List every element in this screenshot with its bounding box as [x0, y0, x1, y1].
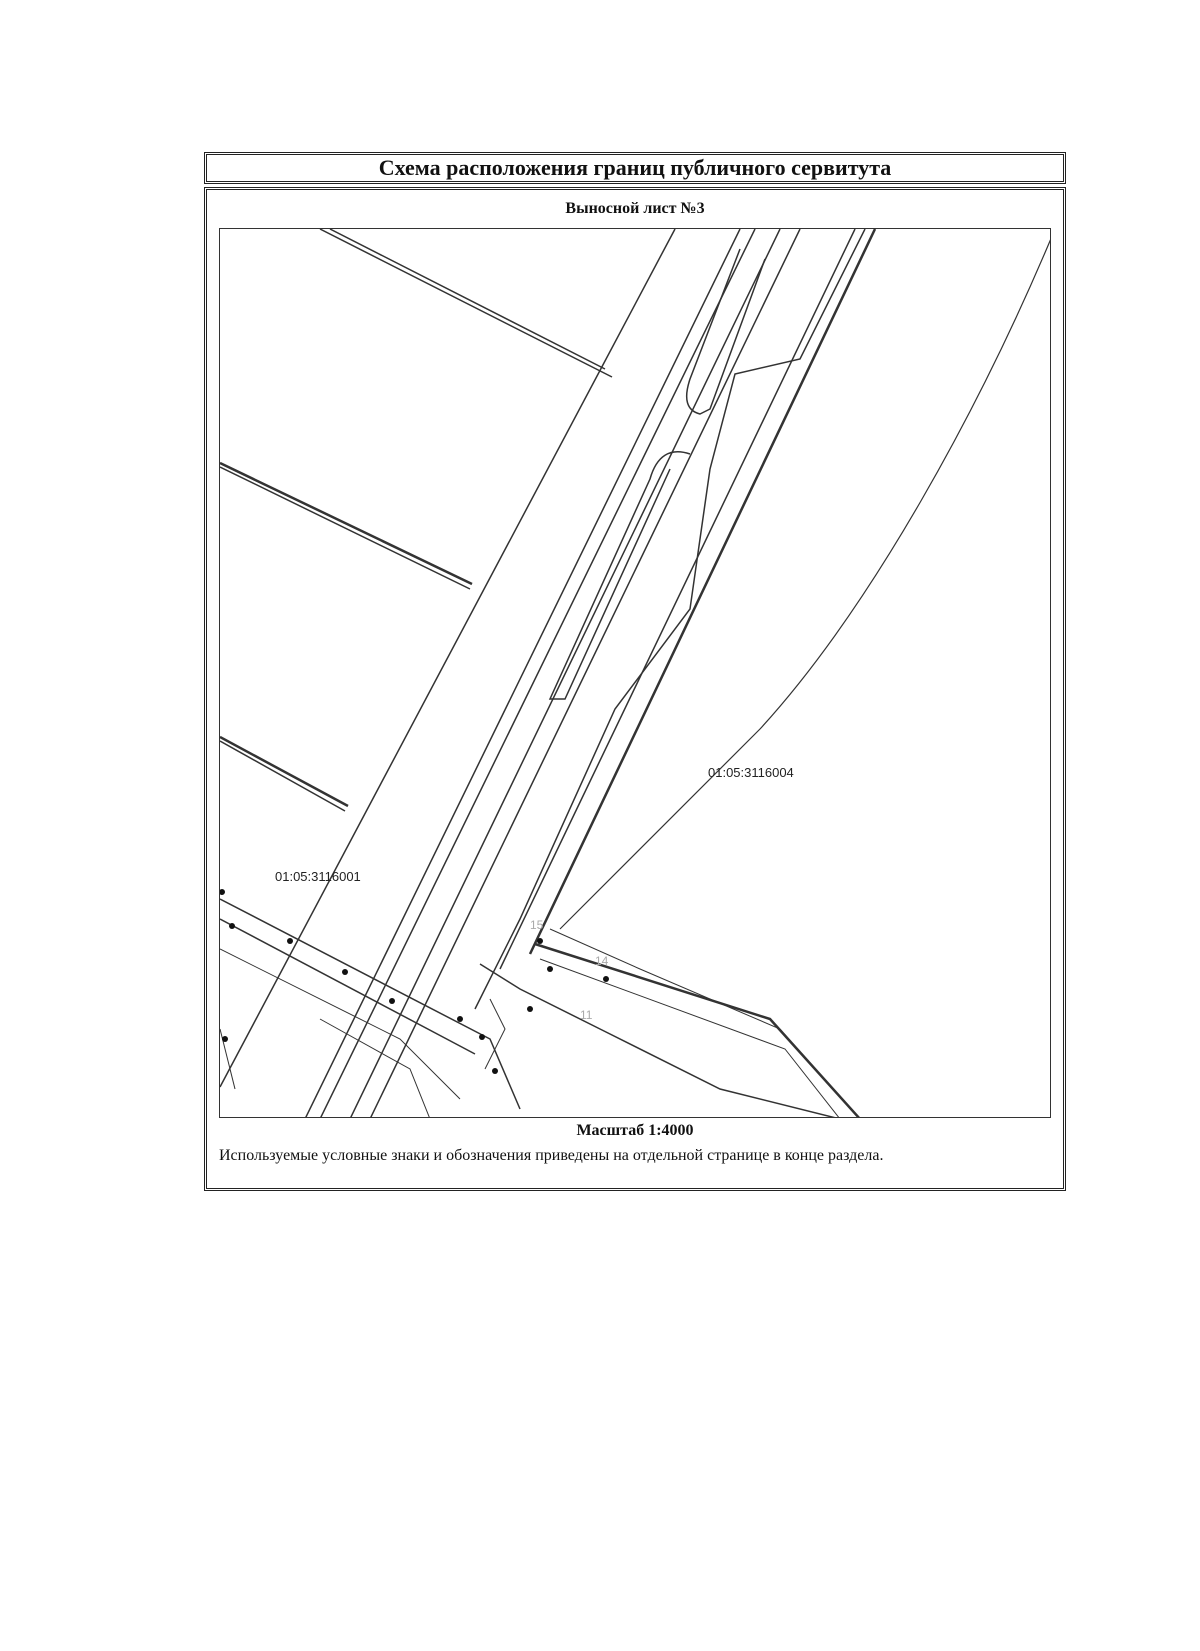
point-number-11: 11	[580, 1008, 593, 1022]
map-drawing: 01:05:3116004 01:05:3116001 15 14 11	[220, 229, 1050, 1117]
parcel-label-west: 01:05:3116001	[275, 869, 361, 884]
boundary-points	[220, 889, 609, 1074]
parcel-boundaries	[220, 229, 1050, 1117]
cadastral-map: 01:05:3116004 01:05:3116001 15 14 11	[219, 228, 1051, 1118]
map-scale: Масштаб 1:4000	[576, 1122, 694, 1139]
document-title: Схема расположения границ публичного сер…	[378, 155, 892, 180]
sheet-title: Выносной лист №3	[565, 200, 705, 217]
legend-note: Используемые условные знаки и обозначени…	[219, 1147, 884, 1164]
parcel-label-east: 01:05:3116004	[708, 765, 794, 780]
point-number-14: 14	[595, 954, 609, 968]
point-number-15: 15	[530, 918, 544, 932]
map-sheet-frame: Выносной лист №3	[204, 187, 1066, 1191]
document-title-box: Схема расположения границ публичного сер…	[204, 152, 1066, 184]
